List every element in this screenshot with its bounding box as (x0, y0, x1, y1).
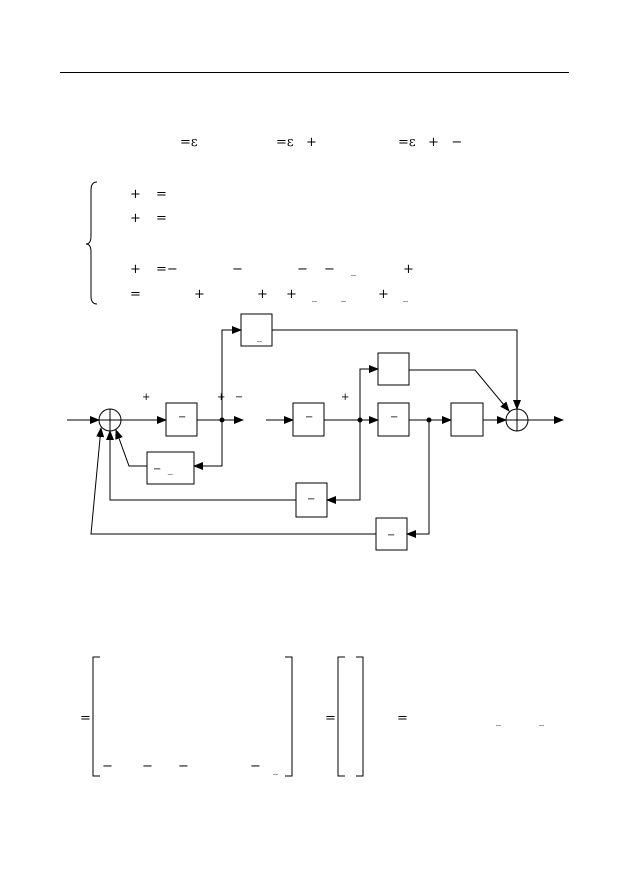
block-feedback-3-label: − (387, 530, 396, 541)
equation-3: =ε + − (398, 135, 463, 150)
matrix-tail-1: _ (496, 715, 501, 726)
signal-sign-1: + (142, 392, 151, 403)
block-feedback-2-label: − (307, 494, 316, 505)
block-feedback-1-label: − _ (153, 464, 173, 475)
matrix-tail-2: _ (539, 715, 544, 726)
block-2-label: − (305, 412, 314, 423)
block-1-label: − (178, 412, 187, 423)
matrix-equals-1: = (80, 711, 91, 726)
matrix-equals-3: = (397, 711, 408, 726)
equation-2: =ε + (276, 135, 317, 150)
matrix-equals-2: = (325, 711, 336, 726)
signal-sign-3: + (341, 392, 350, 403)
header-rule (60, 72, 569, 73)
signal-sign-2: + − (217, 392, 244, 403)
block-3-label: − (390, 412, 399, 423)
equation-1: =ε (180, 135, 198, 150)
block-top-feedforward-label: _ (257, 331, 262, 342)
